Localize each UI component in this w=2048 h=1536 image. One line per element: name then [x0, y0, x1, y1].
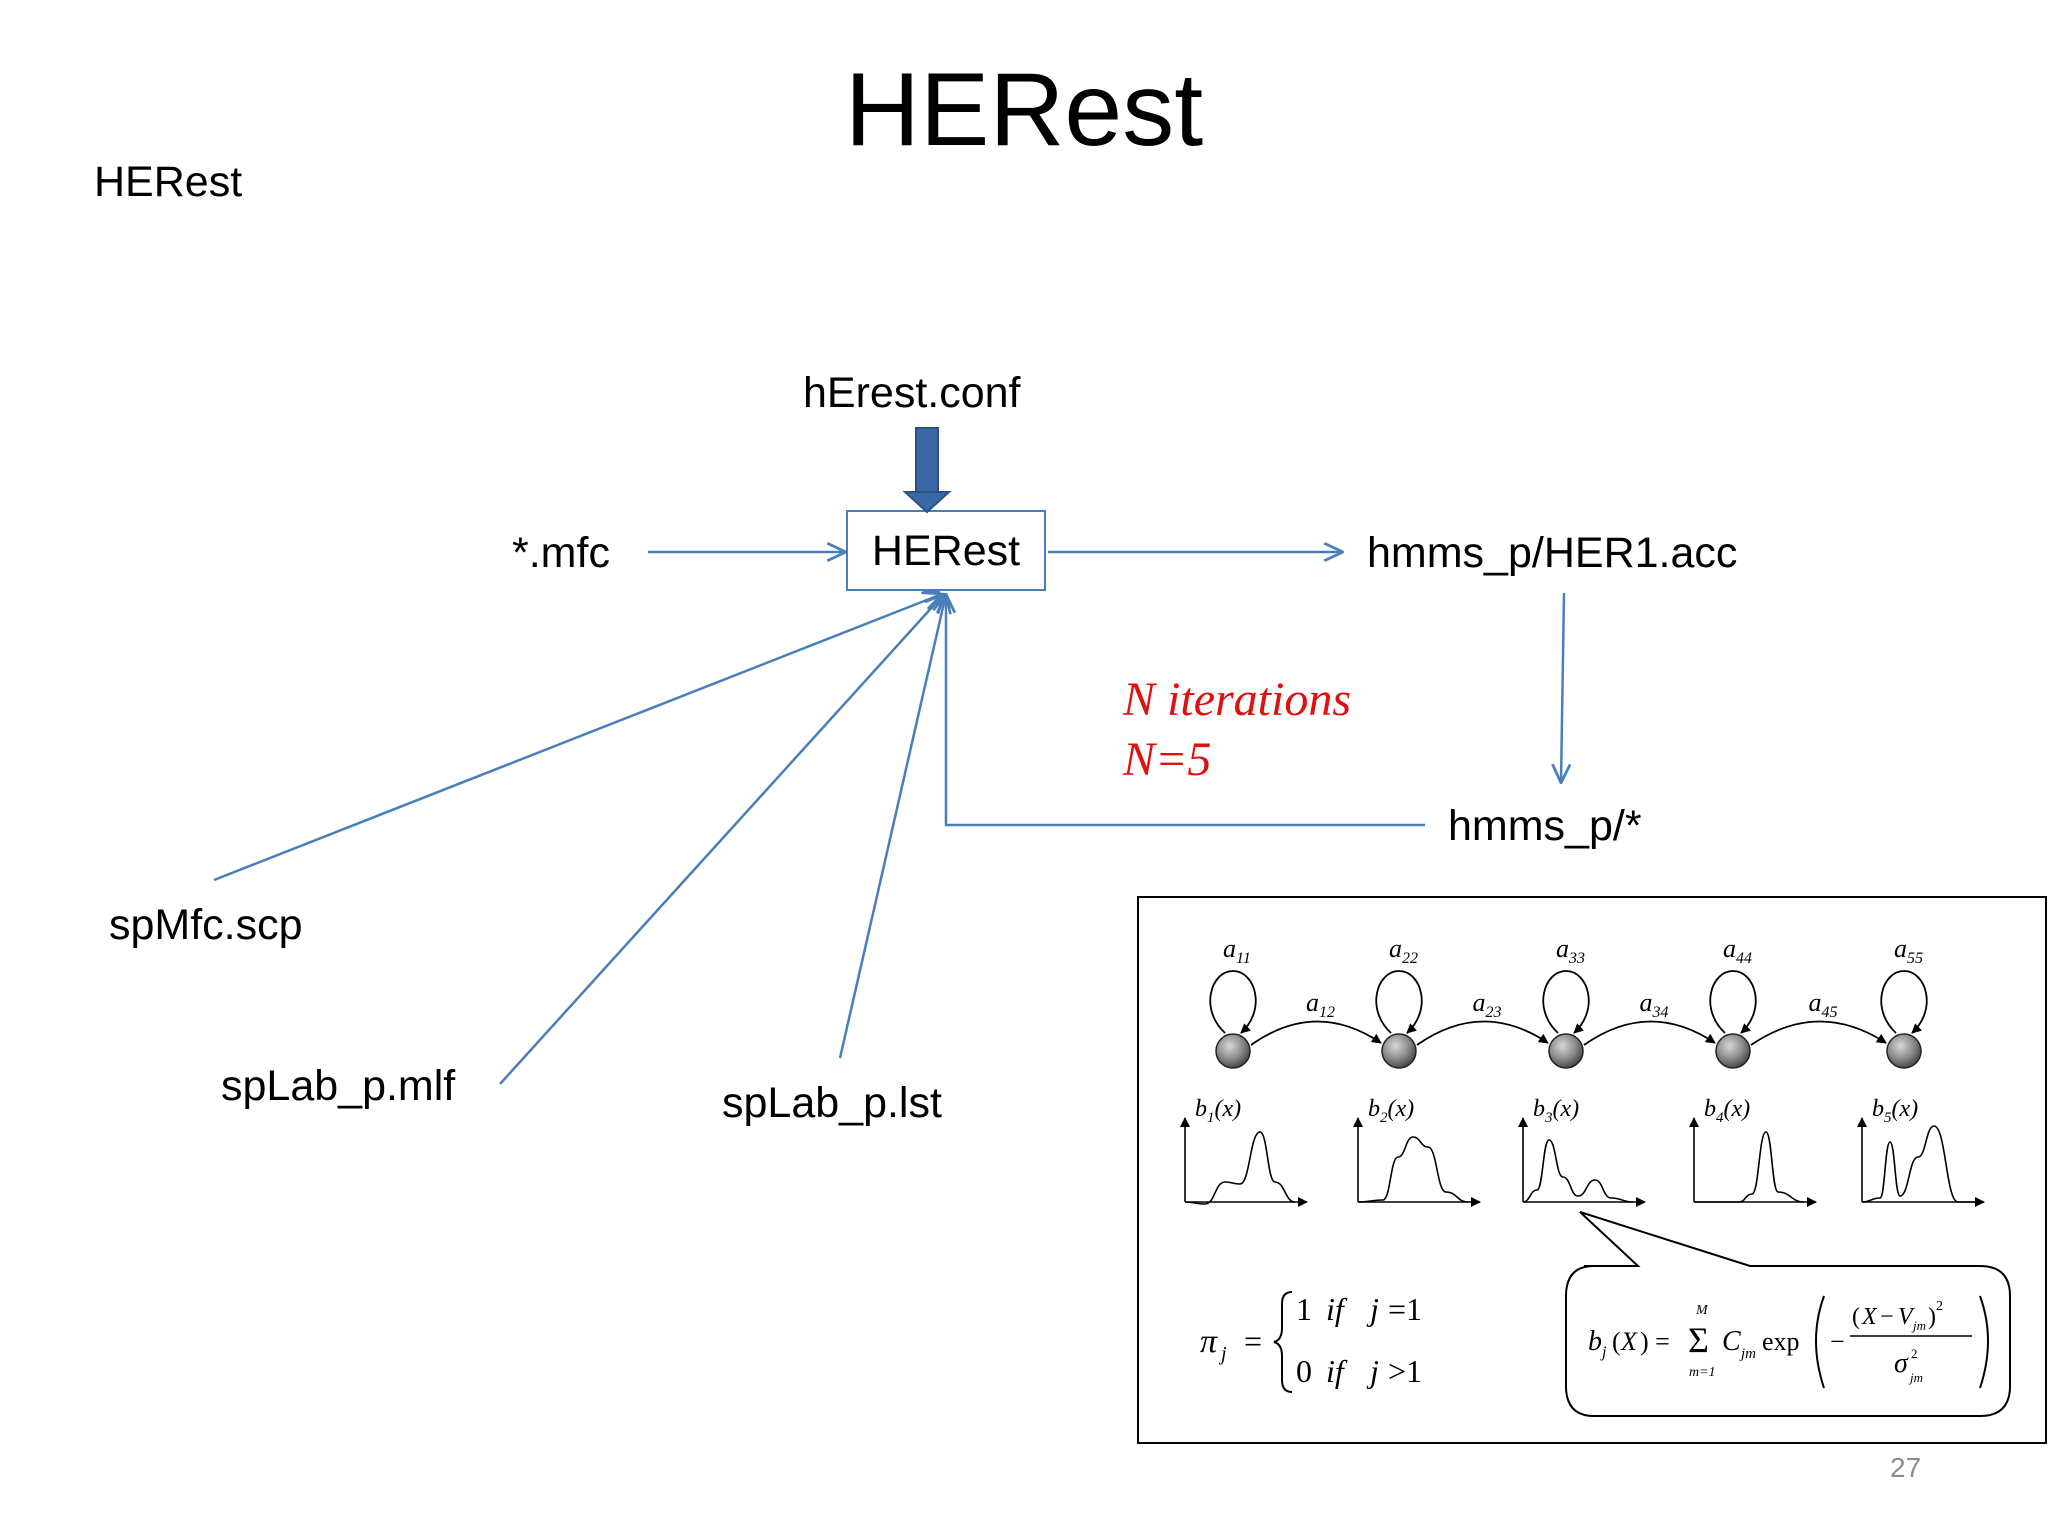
svg-text:0: 0	[1296, 1353, 1312, 1389]
self-loop	[1880, 970, 1928, 1034]
herest-process-box: HERest	[846, 510, 1046, 591]
transition-arc	[1750, 1020, 1887, 1046]
output-distribution-label: b1(x)	[1195, 1096, 1241, 1126]
arrow-scp-to-herest	[213, 594, 942, 882]
output-distribution-curve	[1184, 1131, 1296, 1205]
svg-text:=1: =1	[1388, 1291, 1422, 1327]
self-loop	[1709, 970, 1757, 1034]
arrow-acc-to-hmm	[1561, 592, 1564, 783]
mixture-density-formula: b j ( X ) = M Σ m=1 C jm exp − ( X − V j…	[1588, 1295, 1989, 1389]
config-file-label: hErest.conf	[803, 369, 1021, 417]
svg-text:=: =	[1244, 1323, 1262, 1359]
output-distribution-label: b2(x)	[1368, 1096, 1414, 1126]
svg-text:π: π	[1200, 1323, 1218, 1360]
self-loop	[1375, 970, 1423, 1034]
label-file-label: spLab_p.mlf	[221, 1062, 456, 1110]
svg-text:j: j	[1600, 1344, 1607, 1361]
iterations-line-1: N iterations	[1123, 673, 1352, 726]
initial-probability-formula: π j = 1 if j =1 0 if j >1	[1200, 1291, 1422, 1393]
svg-text:>1: >1	[1388, 1353, 1422, 1389]
slide-subtitle: HERest	[94, 158, 243, 206]
output-distribution-label: b5(x)	[1872, 1096, 1918, 1126]
output-distribution-curve	[1522, 1139, 1634, 1203]
self-loop	[1209, 970, 1257, 1034]
svg-text:j: j	[1366, 1353, 1379, 1389]
iterations-note: N iterations N=5	[1123, 670, 1351, 790]
formula-callout	[1565, 1211, 2011, 1417]
hmm-state	[1381, 1033, 1417, 1069]
slide-title: HERest	[844, 52, 1204, 168]
page-number: 27	[1890, 1452, 1922, 1483]
svg-text:if: if	[1326, 1353, 1348, 1389]
arrow-mlf-to-herest	[499, 594, 944, 1085]
svg-text:jm: jm	[1911, 1318, 1926, 1333]
svg-text:2: 2	[1936, 1299, 1943, 1314]
hmm-state	[1215, 1033, 1251, 1069]
svg-text:M: M	[1695, 1303, 1709, 1318]
output-distribution-label: b3(x)	[1533, 1096, 1579, 1126]
svg-text:jm: jm	[1908, 1370, 1923, 1385]
svg-text:V: V	[1898, 1304, 1915, 1330]
svg-text:X: X	[1861, 1304, 1878, 1330]
output-distribution-curve	[1861, 1125, 1980, 1203]
svg-text:(: (	[1852, 1304, 1860, 1330]
self-loop-label: a55	[1894, 934, 1923, 967]
transition-arc	[1250, 1020, 1382, 1046]
svg-text:if: if	[1326, 1291, 1348, 1327]
hmm-state	[1548, 1033, 1584, 1069]
svg-text:2: 2	[1911, 1346, 1918, 1361]
transition-arc	[1416, 1020, 1549, 1046]
svg-text:): )	[1928, 1304, 1936, 1330]
self-loop	[1542, 970, 1590, 1034]
transition-arc	[1583, 1020, 1716, 1046]
output-distribution-curve	[1694, 1131, 1805, 1203]
svg-text:exp: exp	[1762, 1327, 1800, 1356]
svg-text:m=1: m=1	[1689, 1365, 1716, 1380]
svg-text:−: −	[1880, 1304, 1894, 1330]
svg-text:j: j	[1218, 1343, 1227, 1365]
arrow-hmm-feedback	[946, 594, 1425, 827]
svg-text:1: 1	[1296, 1291, 1312, 1327]
svg-text:j: j	[1366, 1291, 1379, 1327]
hmm-state	[1886, 1033, 1922, 1069]
svg-text:σ: σ	[1894, 1348, 1909, 1379]
mfc-input-label: *.mfc	[512, 529, 610, 577]
iterations-line-2: N=5	[1123, 733, 1212, 786]
script-file-label: spMfc.scp	[109, 901, 303, 949]
config-thick-arrow	[902, 427, 952, 514]
svg-text:−: −	[1830, 1327, 1845, 1356]
hmm-dir-label: hmms_p/*	[1448, 802, 1642, 850]
svg-text:jm: jm	[1739, 1346, 1756, 1362]
list-file-label: spLab_p.lst	[722, 1079, 942, 1127]
acc-output-label: hmms_p/HER1.acc	[1367, 529, 1738, 577]
svg-text:X: X	[1620, 1327, 1638, 1356]
output-distribution-label: b4(x)	[1704, 1096, 1750, 1126]
svg-text:C: C	[1722, 1326, 1741, 1357]
herest-box-label: HERest	[871, 527, 1021, 575]
hmm-state	[1715, 1033, 1751, 1069]
svg-text:Σ: Σ	[1688, 1320, 1709, 1360]
output-distribution-curve	[1357, 1136, 1469, 1203]
arrow-lst-to-herest	[838, 594, 946, 1059]
svg-text:b: b	[1588, 1326, 1602, 1357]
hmm-distributions-group: b1(x) b2(x) b3(x) b4(x) b5(x)	[1180, 1096, 1985, 1207]
svg-text:(: (	[1612, 1327, 1621, 1356]
svg-text:) =: ) =	[1640, 1327, 1670, 1356]
